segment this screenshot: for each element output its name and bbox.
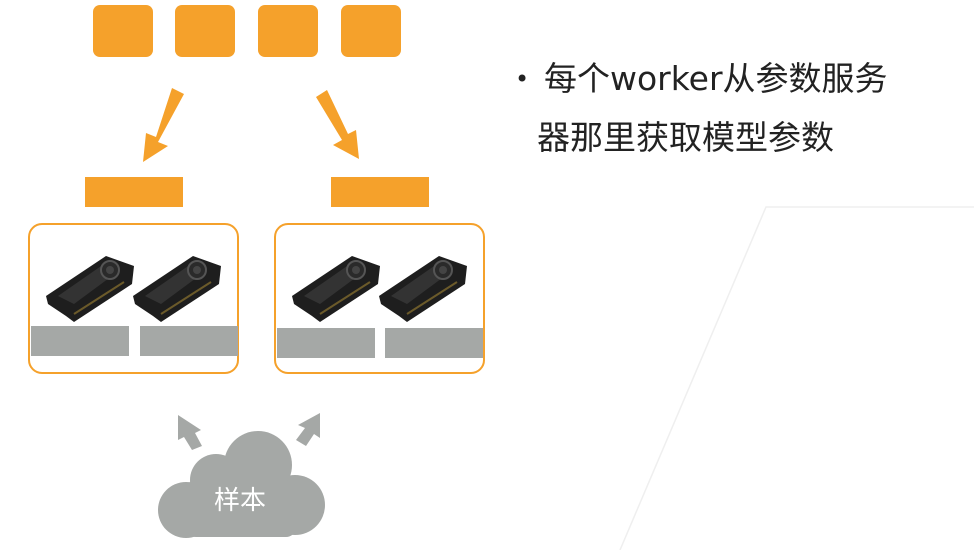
arrow-down-left-icon	[143, 88, 184, 162]
bullet-text-line-1: 每个worker从参数服务	[544, 59, 888, 98]
data-shard-bar	[31, 326, 129, 356]
data-shard-bar	[277, 328, 375, 358]
data-shard-bar	[140, 326, 238, 356]
worker-box-2	[274, 223, 485, 374]
bullet-text-line-2: 器那里获取模型参数	[537, 118, 834, 157]
arrow-down-right-icon	[316, 90, 359, 159]
parameter-server-block-4	[341, 5, 401, 57]
bullet-symbol: •	[515, 65, 530, 93]
parameter-server-block-1	[93, 5, 153, 57]
worker-model-bar-2	[331, 177, 429, 207]
gpu-card-icon	[45, 255, 135, 322]
cloud-label: 样本	[213, 486, 266, 516]
data-shard-bar	[385, 328, 483, 358]
arrow-up-right-icon	[296, 413, 320, 446]
cloud-icon	[158, 431, 325, 538]
gpu-card-icon	[132, 255, 222, 322]
parameter-server-block-3	[258, 5, 318, 57]
arrow-up-left-icon	[178, 415, 202, 450]
gpu-card-icon	[378, 255, 468, 322]
gpu-card-icon	[291, 255, 381, 322]
worker-box-1	[28, 223, 239, 374]
parameter-server-block-2	[175, 5, 235, 57]
arrows-layer	[143, 88, 359, 538]
worker-model-bar-1	[85, 177, 183, 207]
